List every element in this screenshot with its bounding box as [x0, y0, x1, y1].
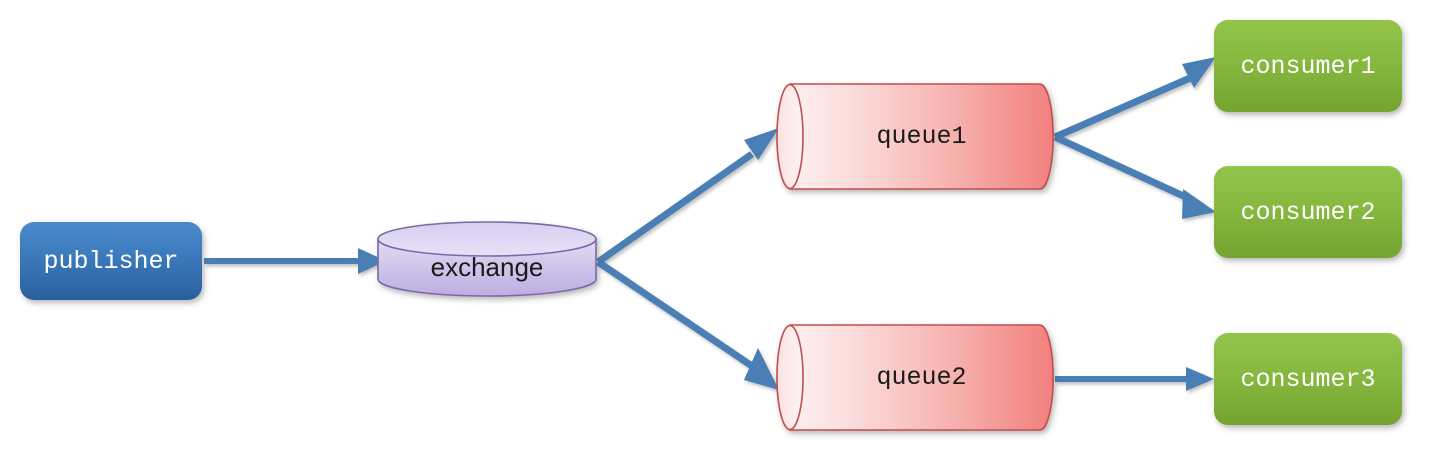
edge-queue1-to-consumer2: [1053, 133, 1216, 219]
node-consumer2[interactable]: [1214, 166, 1402, 258]
node-queue1[interactable]: [776, 83, 1054, 190]
node-consumer1[interactable]: [1214, 20, 1402, 112]
edge-exchange-to-queue2: [596, 259, 779, 390]
edge-queue2-to-consumer3: [1055, 367, 1214, 391]
node-publisher[interactable]: [20, 222, 202, 300]
edge-layer: [204, 57, 1216, 391]
node-exchange[interactable]: [377, 221, 597, 297]
node-consumer3[interactable]: [1214, 333, 1402, 425]
edge-exchange-to-queue1: [595, 128, 779, 265]
edge-queue1-to-consumer1: [1053, 57, 1216, 141]
edge-publisher-to-exchange: [204, 248, 386, 274]
node-queue2[interactable]: [776, 324, 1054, 431]
